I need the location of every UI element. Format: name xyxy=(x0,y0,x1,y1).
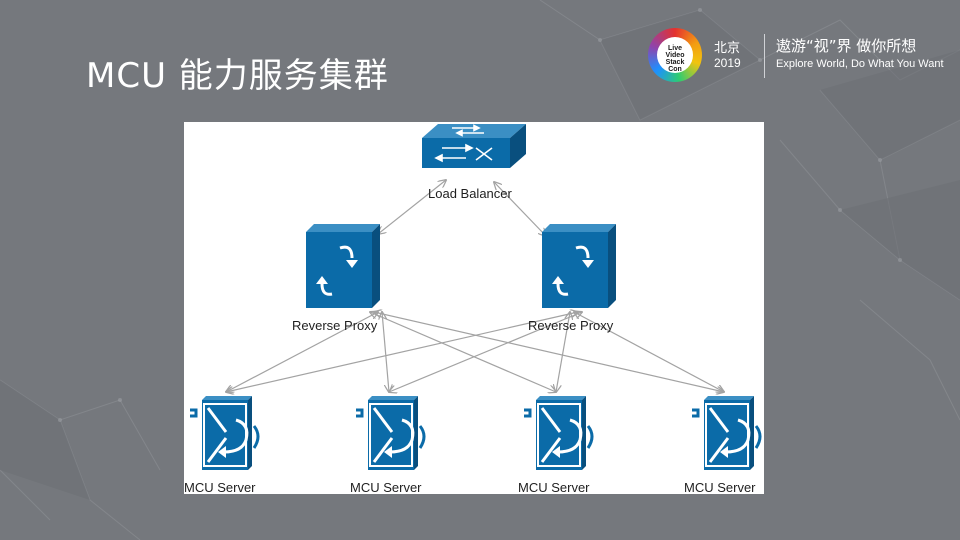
reverse-proxy-icon xyxy=(540,222,618,310)
edges-layer xyxy=(226,180,724,392)
reverse-proxy-icon xyxy=(304,222,382,310)
logo-text: Live Video Stack Con xyxy=(665,45,685,73)
edge-load_balancer-proxy_right xyxy=(494,182,546,236)
server-icon xyxy=(690,394,762,472)
brand-slogan-cn: 遨游“视”界 做你所想 xyxy=(776,37,917,55)
reverse-proxy-right-label: Reverse Proxy xyxy=(528,318,614,333)
mcu-cluster-diagram: Load Balancer Reverse Proxy Reverse Prox… xyxy=(184,122,764,494)
brand-slogan-en: Explore World, Do What You Want xyxy=(776,58,944,70)
slide-title: MCU 能力服务集群 xyxy=(86,56,389,96)
mcu-server-2-label: MCU Server xyxy=(350,480,422,494)
edge-proxy_left-server_2 xyxy=(382,312,389,392)
edge-proxy_right-server_4 xyxy=(574,312,724,392)
brand-divider xyxy=(764,34,765,78)
reverse-proxy-left-label: Reverse Proxy xyxy=(292,318,378,333)
brand-city: 北京 xyxy=(714,41,741,56)
edge-proxy_right-server_3 xyxy=(556,312,570,392)
switch-icon xyxy=(421,123,527,169)
brand-header: Live Video Stack Con 北京 2019 遨游“视”界 做你所想… xyxy=(646,26,946,86)
mcu-server-4-label: MCU Server xyxy=(684,480,756,494)
mcu-server-3-label: MCU Server xyxy=(518,480,590,494)
server-icon xyxy=(522,394,594,472)
mcu-server-1-label: MCU Server xyxy=(184,480,256,494)
edge-load_balancer-proxy_left xyxy=(378,180,446,234)
diagram-canvas xyxy=(188,123,762,472)
edge-proxy_right-server_1 xyxy=(226,312,578,392)
brand-year: 2019 xyxy=(714,56,741,70)
server-icon xyxy=(188,394,260,472)
livevideo-stackcon-logo-icon: Live Video Stack Con xyxy=(648,28,702,82)
server-icon xyxy=(354,394,426,472)
load-balancer-label: Load Balancer xyxy=(428,186,512,201)
edge-proxy_right-server_2 xyxy=(389,312,582,392)
